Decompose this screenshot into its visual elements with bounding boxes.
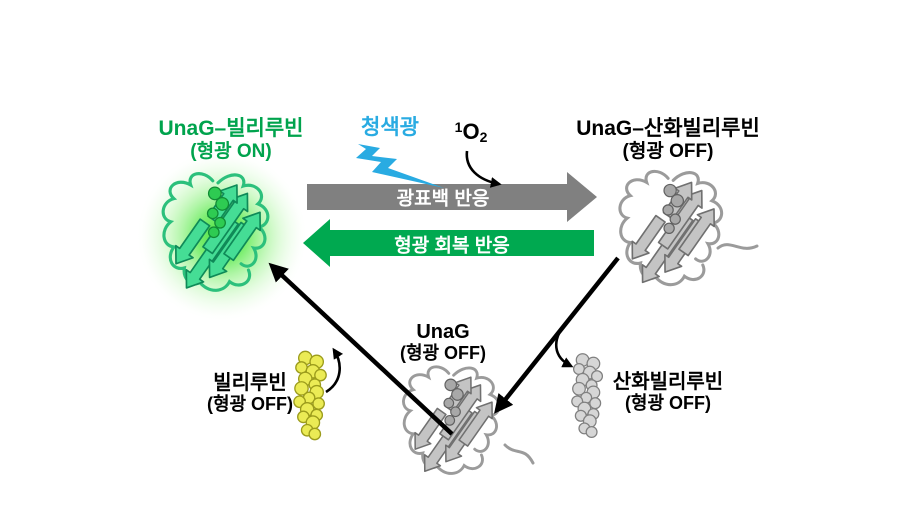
unag-bilirubin-name: UnaG–빌리루빈 xyxy=(158,117,304,140)
recovery-reaction-label: 형광 회복 반응 xyxy=(394,235,510,257)
singlet-oxygen-arrow xyxy=(465,150,502,188)
singlet-oxygen-subscript: 2 xyxy=(479,129,488,145)
blue-light-text: 청색광 xyxy=(361,116,419,139)
label-blue-light: 청색광 xyxy=(361,116,419,140)
oxidized-bilirubin-state: (형광 OFF) xyxy=(624,393,712,414)
oxidized-bilirubin-molecule xyxy=(571,353,603,438)
lightning-bolt-icon xyxy=(356,144,444,188)
bilirubin-state: (형광 OFF) xyxy=(206,394,294,415)
unag-oxidized-bilirubin-structure xyxy=(619,171,723,289)
unag-to-unag-bilirubin-arrow xyxy=(268,262,454,436)
photobleach-arrow xyxy=(307,172,597,222)
protein-tail-loop xyxy=(716,243,759,250)
unag-structure xyxy=(403,366,500,477)
unag-state: (형광 OFF) xyxy=(399,343,487,364)
singlet-oxygen-superscript: 1 xyxy=(454,119,463,135)
oxidized-bilirubin-release-arrow xyxy=(555,323,574,368)
label-bilirubin: 빌리루빈 (형광 OFF) xyxy=(207,372,293,415)
label-unag-bilirubin: UnaG–빌리루빈 (형광 ON) xyxy=(159,117,304,162)
unag-oxidized-bilirubin-state: (형광 OFF) xyxy=(622,140,714,162)
unag-bilirubin-state: (형광 ON) xyxy=(190,140,272,162)
protein-tail-loop xyxy=(503,443,535,465)
unag-name: UnaG xyxy=(416,321,470,343)
bilirubin-binding-arrow xyxy=(325,347,344,394)
label-unag-oxidized-bilirubin: UnaG–산화빌리루빈 (형광 OFF) xyxy=(576,117,760,162)
label-unag: UnaG (형광 OFF) xyxy=(400,321,486,364)
label-oxidized-bilirubin: 산화빌리루빈 (형광 OFF) xyxy=(613,371,723,414)
photobleach-reaction-label: 광표백 반응 xyxy=(396,188,490,210)
bilirubin-molecule xyxy=(293,351,327,440)
singlet-oxygen-symbol: O xyxy=(462,119,480,144)
bilirubin-name: 빌리루빈 xyxy=(213,372,287,394)
unag-oxidized-bilirubin-name: UnaG–산화빌리루빈 xyxy=(576,117,760,140)
oxidized-bilirubin-name: 산화빌리루빈 xyxy=(612,371,724,393)
label-singlet-oxygen: 1O2 xyxy=(455,119,488,145)
recovery-arrow xyxy=(303,219,594,267)
